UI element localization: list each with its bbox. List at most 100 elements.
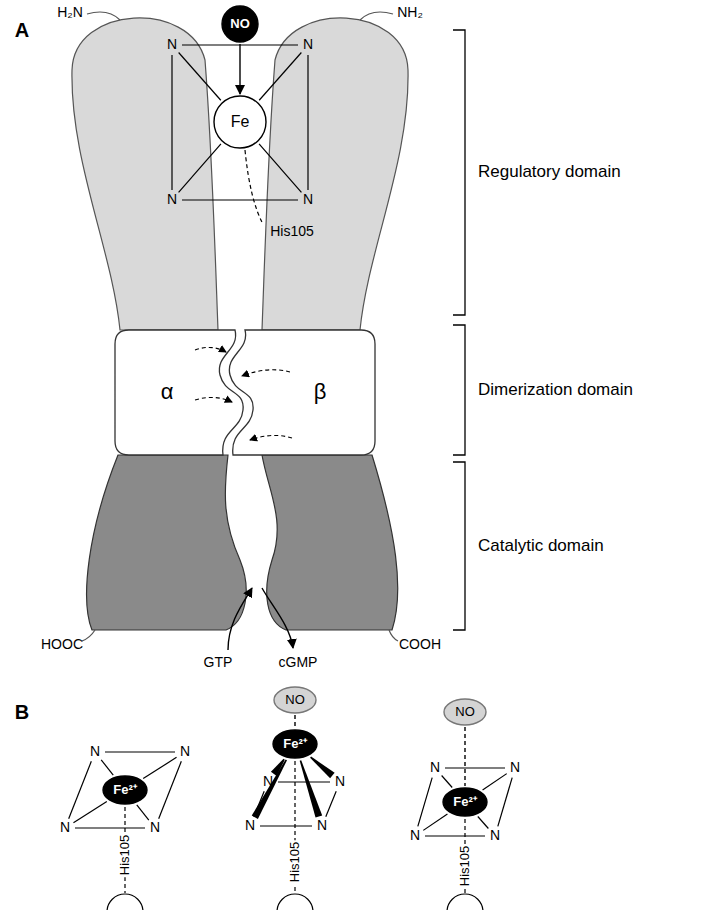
terminus-label: COOH bbox=[399, 637, 441, 652]
iron-nitrogen-wedge bbox=[252, 759, 287, 818]
iron-nitrogen-wedge bbox=[300, 760, 323, 817]
regulatory-lobe-beta bbox=[262, 18, 408, 330]
node-text: Fe²⁺ bbox=[283, 737, 307, 751]
node-ellipse bbox=[214, 96, 266, 148]
node-outline bbox=[115, 330, 250, 455]
nitrogen-label: N bbox=[90, 744, 100, 759]
nitrogen-label: N bbox=[303, 192, 313, 207]
nitrogen-label: N bbox=[410, 828, 420, 843]
nitrogen-label: N bbox=[245, 818, 255, 833]
node-text: NO bbox=[230, 17, 250, 31]
domain-bracket bbox=[453, 30, 465, 315]
porphyrin-edge bbox=[418, 778, 432, 827]
binding-connector bbox=[464, 727, 465, 786]
iron-nitrogen-bond bbox=[259, 52, 301, 100]
domain-label: Regulatory domain bbox=[478, 163, 621, 182]
domain-bracket bbox=[453, 325, 465, 455]
iron-nitrogen-bond bbox=[137, 805, 149, 820]
subunit-outline bbox=[115, 330, 243, 455]
node-text: β bbox=[314, 380, 327, 404]
nitrogen-label: N bbox=[335, 774, 345, 789]
nitrogen-label: N bbox=[180, 744, 190, 759]
interface-arrow bbox=[195, 347, 226, 352]
node-text: Fe bbox=[231, 113, 250, 131]
nitrogen-label: N bbox=[167, 192, 177, 207]
node-text: Fe²⁺ bbox=[113, 783, 137, 797]
nitrogen-label: N bbox=[490, 828, 500, 843]
iron-nitrogen-bond bbox=[101, 760, 113, 775]
nitrogen-label: N bbox=[263, 774, 273, 789]
iron-nitrogen-bond bbox=[73, 802, 106, 823]
iron-nitrogen-bond bbox=[179, 144, 221, 193]
domain-label: Dimerization domain bbox=[478, 381, 633, 400]
iron-nitrogen-bond bbox=[259, 144, 301, 193]
heme-plane-lines bbox=[69, 45, 513, 836]
histidine-ring bbox=[107, 894, 143, 910]
histidine-ring bbox=[447, 894, 483, 910]
porphyrin-edge bbox=[182, 199, 298, 200]
node-text: NO bbox=[285, 693, 305, 707]
residue-label: His105 bbox=[118, 833, 132, 877]
regulatory-lobe-alpha bbox=[72, 18, 218, 330]
catalytic-lobe-alpha bbox=[87, 455, 247, 630]
terminus-leader bbox=[360, 12, 393, 20]
interface-arrow bbox=[250, 435, 292, 440]
binding-connector bbox=[239, 44, 240, 94]
iron-nitrogen-bond bbox=[442, 775, 453, 787]
terminus-leader bbox=[389, 630, 398, 641]
nitric-oxide-oval: NO bbox=[443, 698, 487, 726]
substrate-arrow bbox=[228, 588, 252, 650]
porphyrin-edge bbox=[326, 791, 336, 816]
catalytic-lobe-beta bbox=[262, 455, 398, 630]
iron-nitrogen-bond bbox=[478, 817, 489, 829]
porphyrin-edge bbox=[425, 835, 485, 836]
node-ellipse bbox=[273, 730, 317, 758]
nitrogen-label: N bbox=[60, 820, 70, 835]
node-text: NO bbox=[455, 705, 475, 719]
nitrogen-label: N bbox=[167, 37, 177, 52]
porphyrin-edge bbox=[260, 825, 312, 826]
porphyrin-edge bbox=[307, 55, 308, 190]
product-arrow bbox=[262, 588, 293, 648]
residue-label: His105 bbox=[458, 844, 472, 888]
residue-label: His105 bbox=[270, 224, 314, 239]
panel-letter: B bbox=[15, 701, 29, 723]
iron-nitrogen-bond bbox=[143, 757, 176, 778]
nitrogen-label: N bbox=[303, 37, 313, 52]
residue-label: His105 bbox=[288, 840, 302, 884]
his-bond bbox=[245, 150, 263, 224]
domain-bracket bbox=[453, 462, 465, 630]
panel-letter: A bbox=[15, 19, 29, 41]
iron-nitrogen-bond bbox=[179, 52, 221, 100]
porphyrin-edge bbox=[159, 761, 182, 818]
node-ellipse bbox=[222, 6, 258, 42]
node-text: α bbox=[161, 380, 174, 404]
nitrogen-label: N bbox=[317, 818, 327, 833]
porphyrin-edge bbox=[278, 781, 330, 782]
binding-connector bbox=[294, 715, 295, 728]
interface-arrow bbox=[195, 397, 232, 402]
node-ellipse bbox=[103, 776, 147, 804]
porphyrin-edge bbox=[445, 767, 505, 768]
node-ellipse bbox=[443, 788, 487, 816]
nitric-oxide-oval: NO bbox=[273, 686, 317, 714]
interface-arrow bbox=[242, 370, 290, 376]
terminus-leader bbox=[82, 630, 95, 641]
node-ellipse bbox=[444, 699, 486, 725]
substrate-label: GTP bbox=[204, 655, 233, 670]
porphyrin-edge bbox=[171, 55, 172, 190]
terminus-label: H₂N bbox=[57, 5, 83, 20]
porphyrin-edge bbox=[69, 761, 92, 818]
iron-nitrogen-bond bbox=[483, 774, 507, 790]
beta-subunit-box: β bbox=[225, 330, 375, 455]
histidine-ring bbox=[277, 894, 313, 910]
domain-label: Catalytic domain bbox=[478, 537, 604, 556]
nitrogen-label: N bbox=[150, 820, 160, 835]
node-text: Fe²⁺ bbox=[453, 795, 477, 809]
node-ellipse bbox=[274, 687, 316, 713]
iron-circle: Fe bbox=[213, 95, 267, 149]
nitrogen-label: N bbox=[430, 760, 440, 775]
node-outline bbox=[225, 330, 375, 455]
porphyrin-edge bbox=[498, 778, 512, 827]
